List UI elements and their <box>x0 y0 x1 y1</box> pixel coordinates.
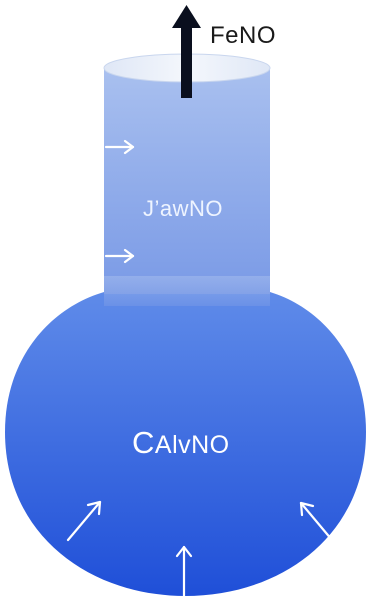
alveolar-concentration-rest: AlvNO <box>154 431 230 459</box>
arrow-up-icon <box>175 545 193 600</box>
alveolus-body <box>5 292 366 596</box>
arrow-right-icon <box>104 248 135 264</box>
arrow-diagonal-icon <box>66 500 102 542</box>
alveolar-concentration-label: CAlvNO <box>132 425 230 461</box>
arrow-diagonal-icon <box>299 501 334 542</box>
airway-tube <box>104 68 270 294</box>
airway-flux-label: J’awNO <box>143 196 224 221</box>
exhaled-no-label: FeNO <box>210 22 277 49</box>
neck-joint-blend <box>104 276 270 306</box>
arrow-up-icon <box>172 5 201 98</box>
arrow-right-icon <box>104 139 135 155</box>
alveolar-concentration-initial: C <box>132 425 155 460</box>
